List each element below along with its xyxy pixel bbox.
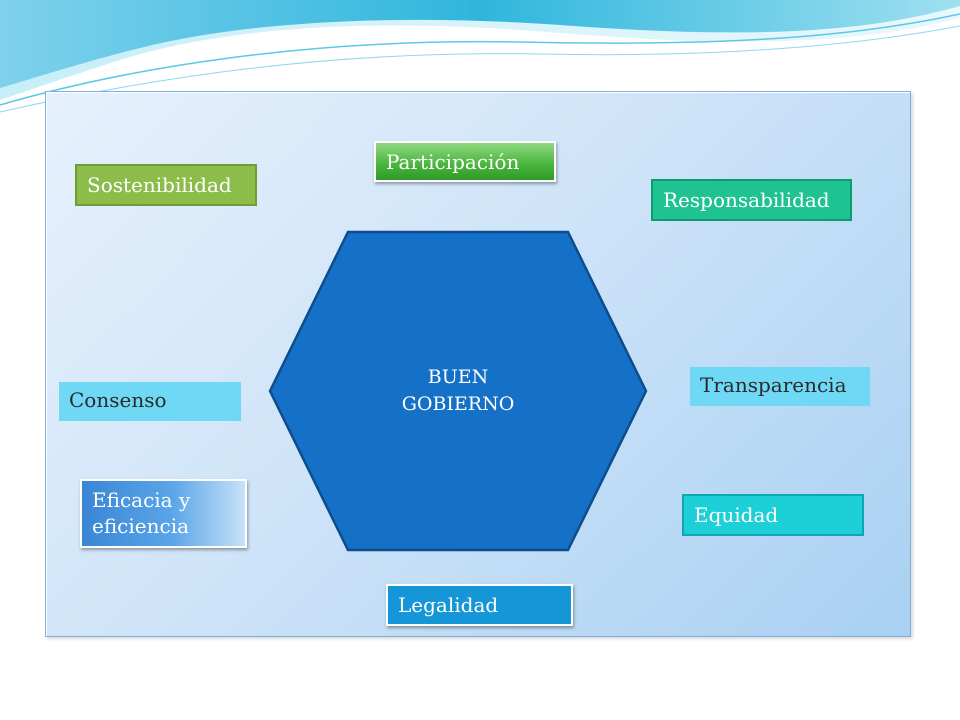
principle-sostenibilidad: Sostenibilidad <box>75 164 257 206</box>
principle-eficacia-line1: Eficacia y <box>92 488 191 512</box>
center-hexagon: BUEN GOBIERNO <box>268 230 648 552</box>
principle-eficacia-line2: eficiencia <box>92 514 190 538</box>
principle-participacion: Participación <box>374 141 556 182</box>
principle-transparencia: Transparencia <box>690 367 870 406</box>
hexagon-shape <box>268 230 648 552</box>
header-wave-decoration <box>0 0 960 113</box>
principle-equidad: Equidad <box>682 494 864 536</box>
principle-eficacia-eficiencia: Eficacia y eficiencia <box>80 479 247 548</box>
principle-responsabilidad: Responsabilidad <box>651 179 852 221</box>
principle-legalidad: Legalidad <box>386 584 573 626</box>
principle-consenso: Consenso <box>59 382 241 421</box>
